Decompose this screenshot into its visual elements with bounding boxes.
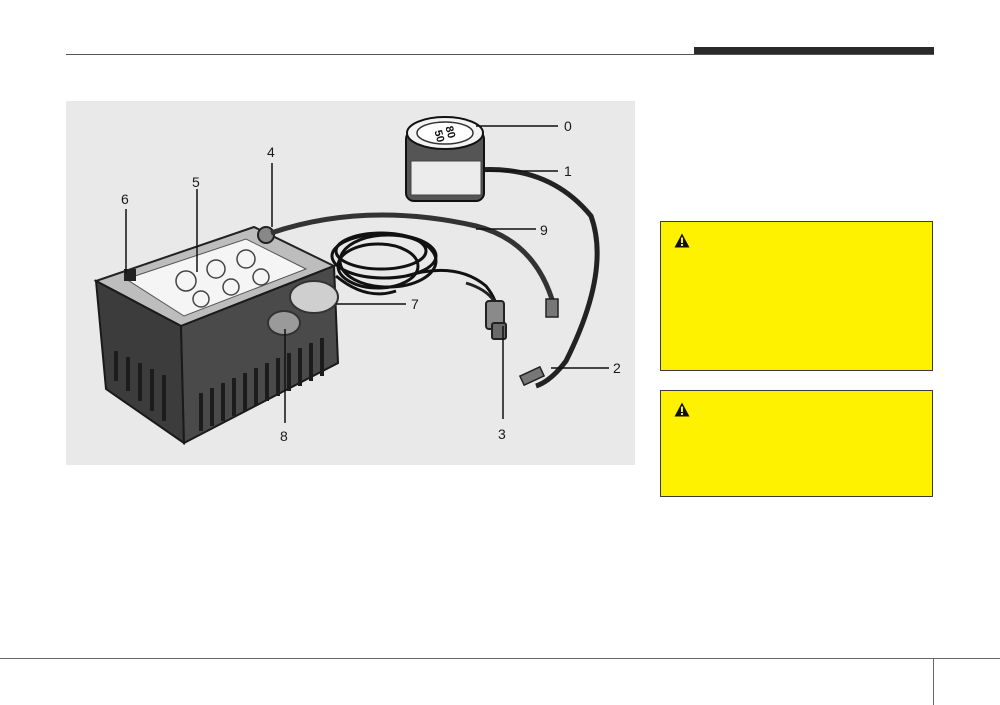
callout-2: 2 <box>613 360 621 376</box>
callout-5: 5 <box>192 174 200 190</box>
footer-rule <box>0 658 1000 659</box>
header-section-bar <box>694 47 934 54</box>
callout-4: 4 <box>267 144 275 160</box>
valve-adapter-illustration <box>465 281 507 340</box>
compressor-illustration <box>93 225 340 445</box>
figure-illustration: 80 50 0 1 2 3 4 5 6 7 8 9 <box>93 116 621 445</box>
callout-leaders <box>125 125 609 423</box>
callout-6: 6 <box>121 191 129 207</box>
filler-hose-illustration <box>465 166 600 389</box>
warning-triangle-icon <box>674 402 690 417</box>
header-rule <box>66 54 934 55</box>
callout-3: 3 <box>498 426 506 442</box>
sealant-bottle-illustration: 80 50 <box>405 116 485 202</box>
bottle-speed-50: 50 <box>432 129 447 144</box>
bottle-speed-80: 80 <box>443 125 458 140</box>
warning-box <box>660 390 933 497</box>
footer-page-divider <box>933 658 934 705</box>
warning-box <box>660 221 933 371</box>
callout-8: 8 <box>280 428 288 444</box>
warning-triangle-icon <box>674 233 690 248</box>
callout-1: 1 <box>564 163 572 179</box>
air-hose-illustration <box>270 212 559 318</box>
callout-9: 9 <box>540 222 548 238</box>
tire-mobility-kit-figure: 80 50 0 1 2 3 4 5 6 7 8 9 <box>66 101 635 465</box>
callout-0: 0 <box>564 118 572 134</box>
callout-7: 7 <box>411 296 419 312</box>
